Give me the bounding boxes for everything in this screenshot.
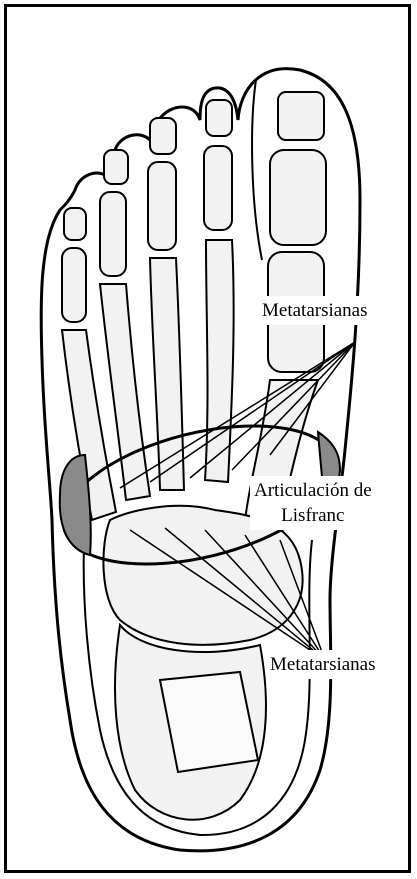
label-lisfranc-line2: Lisfranc xyxy=(254,503,372,528)
label-lisfranc-line1: Articulación de xyxy=(254,478,372,503)
label-metatarsianas-bottom: Metatarsianas xyxy=(266,650,380,679)
label-metatarsianas-top: Metatarsianas xyxy=(258,296,372,325)
calcaneus-block xyxy=(160,672,258,772)
label-lisfranc: Articulación de Lisfranc xyxy=(250,476,376,530)
label-metatarsianas-top-text: Metatarsianas xyxy=(262,300,368,321)
label-metatarsianas-bottom-text: Metatarsianas xyxy=(270,654,376,675)
